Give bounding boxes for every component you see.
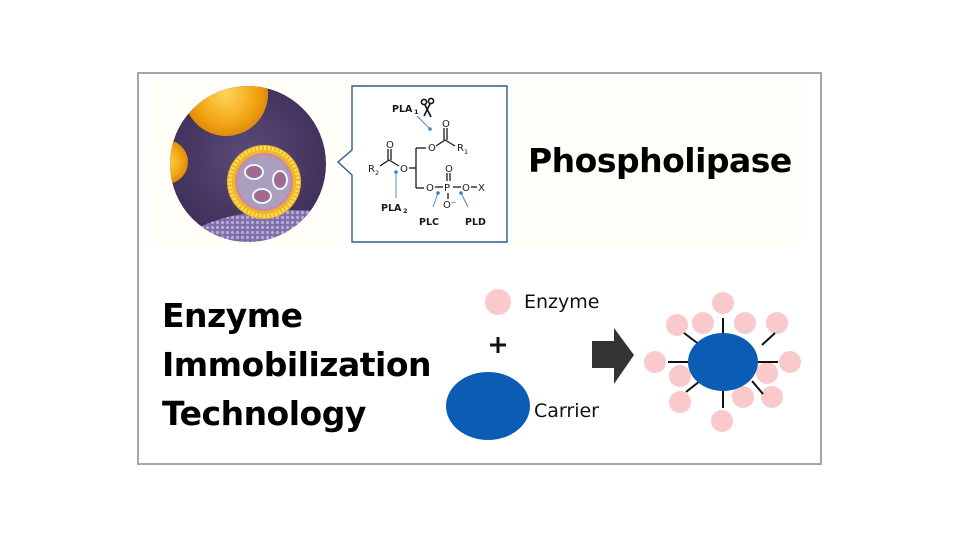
svg-text:O: O <box>442 119 450 130</box>
svg-text:2: 2 <box>375 169 379 177</box>
vesicle <box>227 145 301 219</box>
svg-text:R: R <box>457 143 464 154</box>
attached-enzyme <box>669 365 691 387</box>
callout-box <box>336 85 508 243</box>
phospholipid-structure <box>379 128 477 199</box>
svg-text:1: 1 <box>464 148 468 156</box>
enzyme-immobilization-title: Enzyme Immobilization Technology <box>162 291 432 438</box>
attached-enzyme <box>669 391 691 413</box>
linker <box>685 380 701 393</box>
attached-enzyme <box>711 410 733 432</box>
scissors-icon <box>420 97 435 118</box>
attached-enzyme <box>692 312 714 334</box>
svg-text:R: R <box>368 164 375 175</box>
svg-text:PLA: PLA <box>381 203 402 214</box>
chem-labels: PLA 1 O O R 1 O O R 2 O P O O⁻ O X PLA 2… <box>368 104 486 228</box>
attached-enzyme <box>779 351 801 373</box>
enzyme-label: Enzyme <box>524 291 600 313</box>
immobilized-enzyme-diagram <box>644 292 801 432</box>
membrane-surface <box>180 210 326 242</box>
plus-icon <box>490 337 506 353</box>
yellow-particle-left <box>170 140 188 184</box>
immobilized-carrier <box>688 333 758 391</box>
svg-text:P: P <box>444 183 450 194</box>
svg-text:PLC: PLC <box>419 217 439 228</box>
svg-text:O: O <box>426 183 434 194</box>
title-line-1: Enzyme <box>162 296 303 335</box>
right-arrow-icon <box>592 328 634 384</box>
attached-enzyme <box>712 292 734 314</box>
svg-text:1: 1 <box>414 108 419 116</box>
linker <box>761 332 776 346</box>
svg-text:O: O <box>428 143 436 154</box>
title-line-3: Technology <box>162 394 366 433</box>
attached-enzyme <box>756 362 778 384</box>
svg-text:2: 2 <box>403 207 408 215</box>
svg-text:O: O <box>462 183 470 194</box>
svg-text:PLD: PLD <box>465 217 486 228</box>
attached-enzyme <box>734 312 756 334</box>
svg-text:X: X <box>478 183 485 194</box>
carrier-label: Carrier <box>534 400 599 422</box>
svg-text:PLA: PLA <box>392 104 413 115</box>
svg-text:O: O <box>400 164 408 175</box>
yellow-particle-top <box>184 86 268 136</box>
phospholipase-title: Phospholipase <box>528 141 792 180</box>
svg-text:O: O <box>386 140 394 151</box>
attached-enzyme <box>766 312 788 334</box>
enzyme-legend-dot <box>485 289 511 315</box>
attached-enzyme <box>732 386 754 408</box>
cleavage-arrows <box>394 115 469 208</box>
svg-text:O⁻: O⁻ <box>443 200 456 211</box>
carrier-legend-shape <box>446 372 530 440</box>
attached-enzyme <box>761 386 783 408</box>
vesicle-illustration <box>170 86 326 242</box>
linker <box>751 380 764 395</box>
attached-enzyme <box>666 314 688 336</box>
svg-text:O: O <box>445 164 453 175</box>
attached-enzyme <box>644 351 666 373</box>
title-line-2: Immobilization <box>162 345 432 384</box>
